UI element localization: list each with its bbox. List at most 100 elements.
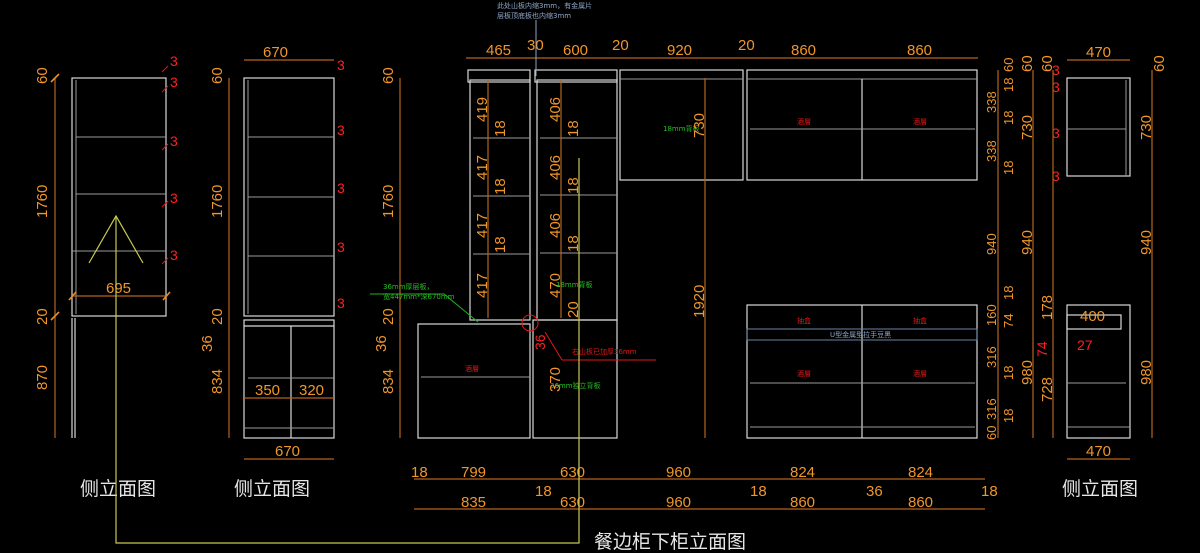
handle-rail [746,328,978,341]
dim-text: 20 [738,37,755,54]
dim-text: 60 [1039,55,1056,72]
red-annotation: 酒層 [465,365,479,373]
dim-text: 695 [106,280,131,297]
dim-text: 940 [1138,230,1155,255]
dim-text: 18 [535,483,552,500]
dim-text: 18 [981,483,998,500]
dim-text: 18 [565,177,582,194]
tall-column-1 [469,79,531,321]
dim-text: 160 [984,304,999,326]
inset-mark: 3 [170,190,178,206]
side-view-3-lower-cabinet [1066,304,1131,439]
dim-text: 1920 [691,285,708,318]
dim-text: 18 [411,464,428,481]
dim-text: 860 [791,42,816,59]
dim-text: 60 [1151,55,1168,72]
inset-mark: 3 [170,133,178,149]
bottom-dims-row-1: 18 799 18 630 960 18 824 36 824 18 [411,464,998,500]
dim-text: 20 [380,308,397,325]
section-leader-line [115,158,580,544]
side-view-1: 60 1760 20 870 695 3 3 3 3 3 侧立面图 [34,53,178,500]
inset-mark: 3 [170,74,178,90]
side-view-2: 60 1760 20 36 834 670 350 320 670 3 3 3 … [199,44,345,500]
inset-marks: 3 3 3 3 3 [337,57,345,311]
dim-text: 940 [984,233,999,255]
dim-text: 60 [1019,55,1036,72]
dim-text: 730 [691,113,708,138]
dim-text: 60 [380,67,397,84]
dim-text: 36 [532,334,548,350]
dim-text: 920 [667,42,692,59]
dim-text: 1760 [380,185,397,218]
dim-text: 60 [1001,58,1016,72]
dim-text: 834 [380,369,397,394]
inset-mark: 3 [1052,62,1060,78]
green-annotation: 36mm厚层板， [383,282,434,291]
dim-text: 1760 [34,185,51,218]
dim-text: 470 [1086,44,1111,61]
dim-text: 400 [1080,308,1105,325]
dim-text: 670 [275,443,300,460]
dim-text: 419 [474,97,491,122]
dim-text: 36 [199,335,216,352]
inset-mark: 3 [337,295,345,311]
wall-cabinet-920 [619,69,744,181]
dim-text: 960 [666,464,691,481]
dim-text: 860 [790,494,815,511]
dim-text: 370 [547,367,564,392]
inset-marks: 3 3 3 3 3 [161,53,178,265]
red-annotation: 抽盒 [797,316,811,325]
green-annotation: 18mm背板 [663,124,700,133]
blue-annotation: U型金属型拉手豆黑 [830,330,891,339]
dim-text: 730 [1019,115,1036,140]
dim-text: 799 [461,464,486,481]
dim-text: 316 [984,346,999,368]
dim-text: 74 [1001,314,1016,328]
dim-text: 417 [474,213,491,238]
inset-mark: 3 [1052,125,1060,141]
dim-text: 20 [612,37,629,54]
green-annotation: 36mm独立背板 [550,381,601,390]
dim-text: 18 [492,120,509,137]
main-view-title: 餐边柜下柜立面图 [594,531,746,553]
dim-text: 470 [547,273,564,298]
dim-text: 835 [461,494,486,511]
dim-text: 20 [209,308,226,325]
dim-text: 630 [560,464,585,481]
dim-text: 18 [1001,409,1016,423]
dim-text: 406 [547,155,564,180]
dim-text: 316 [984,398,999,420]
side-view-1-upper-cabinet [71,77,167,317]
dim-text: 470 [1086,443,1111,460]
inset-mark: 3 [337,57,345,73]
dim-text: 18 [565,120,582,137]
red-annotation: 抽盒 [913,316,927,325]
dim-text: 18 [565,235,582,252]
inset-mark: 3 [170,53,178,69]
dim-text: 30 [527,37,544,54]
dim-text: 824 [790,464,815,481]
dim-text: 834 [209,369,226,394]
dim-text: 36 [373,335,390,352]
dim-text: 60 [209,67,226,84]
dim-text: 980 [1019,360,1036,385]
dim-text: 20 [565,301,582,318]
dim-text: 870 [34,365,51,390]
dim-text: 730 [1138,115,1155,140]
dim-text: 824 [908,464,933,481]
dim-text: 670 [263,44,288,61]
dim-text: 980 [1138,360,1155,385]
dim-text: 18 [1001,366,1016,380]
red-annotation: 酒層 [797,370,811,378]
dim-text: 18 [1001,78,1016,92]
inset-mark: 3 [1052,168,1060,184]
right-dims-a: 60 18 338 18 338 18 940 18 74 160 316 18… [984,58,1016,440]
dim-text: 320 [299,382,324,399]
green-annotation: 宽447mm*深670mm [383,292,455,301]
dim-text: 960 [666,494,691,511]
side-view-3-title: 侧立面图 [1062,478,1138,500]
lower-cabinet-left [417,323,531,439]
dim-text: 940 [1019,230,1036,255]
inset-mark: 3 [337,180,345,196]
